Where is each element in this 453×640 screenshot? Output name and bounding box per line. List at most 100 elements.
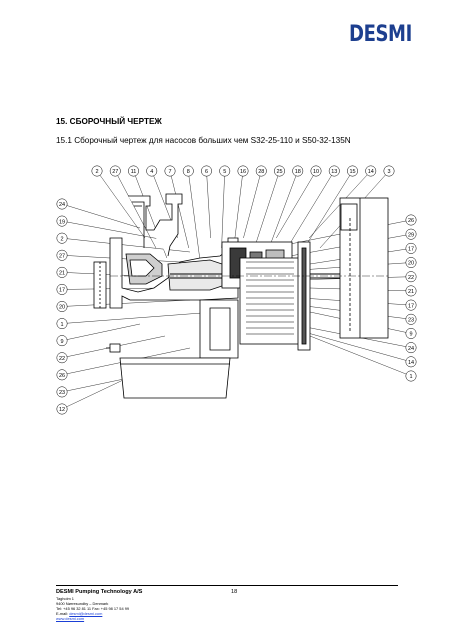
callout-left-2-number: 19	[59, 219, 65, 225]
callout-top-13-circle	[310, 165, 322, 177]
callout-top-2-number: 27	[112, 169, 118, 175]
footer-address-2: 9400 Nørresundby – Denmark	[56, 601, 109, 606]
section-subheading: 15.1 Сборочный чертеж для насосов больши…	[56, 136, 351, 145]
callout-right-2-number: 29	[408, 232, 414, 238]
callout-right-5-number: 22	[408, 275, 414, 281]
callout-top-17-circle	[383, 165, 395, 177]
footer-email-label: E-mail:	[56, 611, 69, 616]
callout-top-7-number: 6	[205, 169, 208, 175]
discharge-flange	[93, 261, 107, 309]
callout-left-12-number: 23	[59, 390, 65, 396]
callout-right-9-circle	[405, 328, 417, 339]
callout-right-5-circle	[405, 271, 417, 283]
callout-top-12-circle	[292, 165, 304, 177]
callout-right-4-circle	[405, 257, 417, 268]
callout-top-14-circle	[328, 165, 340, 177]
callout-left-10-circle	[56, 352, 68, 364]
callout-top-10-leader	[243, 170, 262, 239]
callout-top-6-number: 8	[187, 169, 190, 175]
callout-top-16-circle	[365, 165, 377, 177]
callout-top-8-leader	[221, 170, 225, 249]
footer-email-link[interactable]: desmi@desmi.com	[69, 611, 103, 616]
callout-left-11-circle	[56, 369, 68, 381]
callout-left-6-number: 17	[59, 288, 65, 294]
callout-right-10-circle	[405, 342, 417, 354]
pump-body	[93, 193, 390, 399]
callout-left-13-circle	[56, 403, 68, 415]
callout-top-13-leader	[276, 170, 317, 239]
callout-top-10-number: 28	[258, 169, 264, 175]
callout-right-6-circle	[405, 285, 417, 297]
callout-top-5-circle	[164, 165, 176, 177]
callout-top-11-number: 25	[276, 169, 282, 175]
drain-plug	[109, 343, 121, 353]
callout-left-3-number: 2	[60, 236, 63, 242]
callout-right-10-number: 24	[408, 346, 414, 352]
callout-top-17-number: 3	[387, 169, 390, 175]
callout-left-5-number: 21	[59, 271, 65, 277]
callout-left-2-leader	[61, 220, 166, 241]
callout-top-9-circle	[237, 165, 249, 177]
callout-top-6-circle	[182, 165, 194, 177]
callout-top-11-leader	[254, 170, 280, 249]
callout-right-1-circle	[405, 214, 417, 226]
callout-top-2-leader	[115, 170, 157, 249]
callout-right-8-circle	[405, 313, 417, 325]
callout-right-8-number: 23	[408, 317, 414, 323]
desmi-logo: DESMI	[349, 22, 412, 47]
callout-right-12-leader	[309, 335, 412, 377]
callout-left-1-number: 24	[59, 202, 65, 208]
callout-left-6-circle	[56, 283, 68, 295]
callout-top-8-number: 5	[223, 169, 226, 175]
callout-left-5-circle	[56, 266, 68, 278]
callout-left-8-number: 1	[60, 322, 63, 328]
callout-top-5-leader	[169, 170, 189, 249]
callout-top-14-leader	[287, 170, 335, 249]
section-heading: 15. СБОРОЧНЫЙ ЧЕРТЕЖ	[56, 117, 162, 126]
callout-left-8-circle	[56, 318, 68, 330]
callout-left-9-leader	[61, 323, 141, 341]
callout-right-11-number: 14	[408, 360, 414, 366]
callout-left-2-circle	[56, 215, 68, 227]
callout-right-11-circle	[405, 356, 417, 368]
page-number: 18	[231, 589, 238, 595]
motor-housing	[239, 257, 301, 345]
callout-left-4-circle	[56, 249, 68, 261]
footer-web-line: www.desmi.com	[56, 616, 85, 622]
footer-rule	[56, 585, 398, 586]
impeller	[167, 259, 223, 291]
callout-right-9-number: 9	[409, 332, 412, 338]
callout-left-9-circle	[56, 335, 68, 347]
callout-right-7-circle	[405, 299, 417, 311]
callout-right-7-number: 17	[408, 303, 414, 309]
callout-left-7-leader	[61, 299, 191, 307]
callout-left-12-circle	[56, 386, 68, 398]
frame-bracket	[339, 197, 389, 339]
callout-top-10-circle	[255, 165, 267, 177]
callout-top-8-circle	[219, 165, 231, 177]
callout-left-13-number: 12	[59, 407, 65, 413]
callout-top-1-circle	[91, 165, 103, 177]
callout-left-9-number: 9	[60, 339, 63, 345]
callout-top-14-number: 13	[331, 169, 337, 175]
callout-right-1-number: 26	[408, 218, 414, 224]
callout-left-8-leader	[61, 311, 216, 324]
callout-left-7-number: 20	[59, 305, 65, 311]
footer-address-1: Tagholm 1	[56, 596, 74, 601]
callout-top-15-circle	[347, 165, 358, 177]
footer-email-line: E-mail: desmi@desmi.com	[56, 611, 103, 617]
callout-right-6-number: 21	[408, 289, 414, 295]
callout-left-3-circle	[56, 232, 68, 244]
footer-company: DESMI Pumping Technology A/S	[56, 589, 143, 595]
callout-top-11-circle	[274, 165, 285, 177]
frame-bracket-top	[340, 203, 358, 231]
callout-right-3-circle	[405, 242, 417, 254]
callout-left-4-number: 27	[59, 253, 65, 259]
callout-top-3-number: 11	[131, 169, 137, 175]
pump-foot	[119, 357, 231, 399]
footer-web-link[interactable]: www.desmi.com	[56, 616, 85, 621]
callout-top-7-circle	[201, 165, 212, 177]
callout-right-12-number: 1	[409, 374, 412, 380]
callout-left-7-circle	[56, 301, 68, 312]
